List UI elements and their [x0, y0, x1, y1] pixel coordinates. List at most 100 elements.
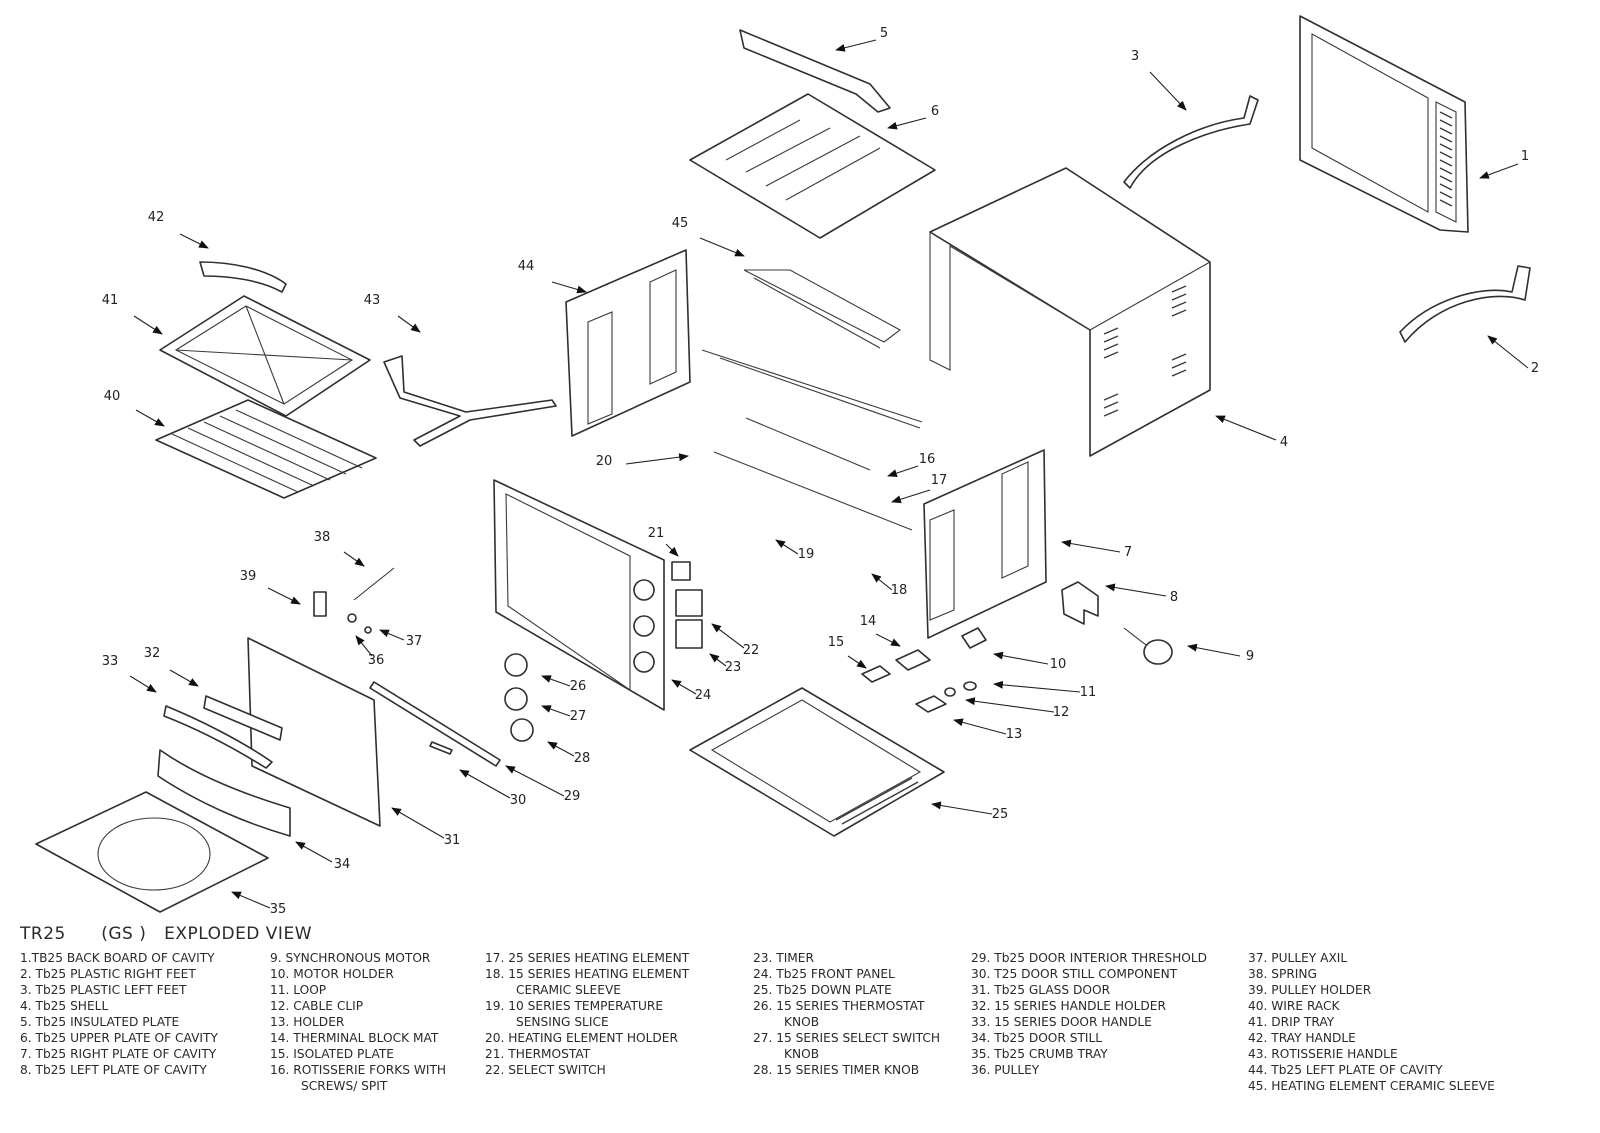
part-thermostat-knob	[504, 653, 528, 677]
diagram-title: TR25 (GS ) EXPLODED VIEW	[20, 924, 312, 944]
part-loop	[963, 681, 977, 691]
part-synchronous-motor	[1123, 627, 1173, 665]
legend-item: 24. Tb25 FRONT PANEL	[753, 967, 895, 981]
callout-leader-1	[1479, 163, 1519, 179]
callout-leader-2	[1487, 335, 1529, 369]
callout-number-16: 16	[919, 452, 936, 467]
callout-number-42: 42	[148, 210, 165, 225]
part-thermostat	[671, 561, 691, 581]
callout-number-11: 11	[1080, 685, 1097, 700]
callout-number-31: 31	[444, 833, 461, 848]
legend-item: 23. TIMER	[753, 951, 814, 965]
legend-item: 26. 15 SERIES THERMOSTAT	[753, 999, 925, 1013]
callout-leader-36	[355, 635, 373, 657]
callout-leader-19	[775, 539, 799, 555]
callout-number-23: 23	[725, 660, 742, 675]
legend-item: 6. Tb25 UPPER PLATE OF CAVITY	[20, 1031, 218, 1045]
callout-number-19: 19	[798, 547, 815, 562]
callout-number-39: 39	[240, 569, 257, 584]
part-terminal-block-mat	[895, 649, 931, 671]
part-pulley-holder	[313, 591, 327, 617]
legend-item: 29. Tb25 DOOR INTERIOR THRESHOLD	[971, 951, 1208, 965]
legend-item: 45. HEATING ELEMENT CERAMIC SLEEVE	[1248, 1079, 1495, 1093]
part-door-still-component	[429, 741, 453, 755]
callout-leader-43	[397, 315, 421, 333]
legend-item: KNOB	[784, 1015, 820, 1029]
callout-leader-17	[891, 489, 931, 504]
callout-leader-11	[993, 680, 1081, 693]
callout-leader-3	[1149, 71, 1187, 111]
callout-number-14: 14	[860, 614, 877, 629]
legend-item: 10. MOTOR HOLDER	[270, 967, 394, 981]
legend-item: 36. PULLEY	[971, 1063, 1040, 1077]
callout-leader-34	[295, 841, 333, 863]
callout-leader-28	[547, 741, 575, 757]
part-front-panel	[493, 479, 665, 711]
callout-number-12: 12	[1053, 705, 1070, 720]
part-drip-tray	[159, 295, 371, 417]
legend-item: 40. WIRE RACK	[1248, 999, 1340, 1013]
legend-column: 29. Tb25 DOOR INTERIOR THRESHOLD 30. T25 …	[971, 950, 1207, 1078]
legend-item: 34. Tb25 DOOR STILL	[971, 1031, 1103, 1045]
part-down-plate	[689, 687, 945, 837]
legend-item: 30. T25 DOOR STILL COMPONENT	[971, 967, 1178, 981]
legend-item: 42. TRAY HANDLE	[1248, 1031, 1356, 1045]
part-right-feet	[1399, 265, 1531, 343]
callout-number-37: 37	[406, 634, 423, 649]
part-back-board	[1299, 15, 1469, 233]
callout-number-41: 41	[102, 293, 119, 308]
legend-item: 9. SYNCHRONOUS MOTOR	[270, 951, 431, 965]
callout-leader-9	[1187, 643, 1241, 657]
legend-item: 1.TB25 BACK BOARD OF CAVITY	[20, 951, 215, 965]
legend-item: 5. Tb25 INSULATED PLATE	[20, 1015, 180, 1029]
part-motor-holder	[961, 627, 987, 649]
legend-item: 14. THERMINAL BLOCK MAT	[270, 1031, 439, 1045]
callout-number-17: 17	[931, 473, 948, 488]
callout-number-3: 3	[1131, 49, 1139, 64]
callout-leader-23	[709, 653, 727, 667]
callout-number-30: 30	[510, 793, 527, 808]
part-left-plate-44	[565, 249, 691, 437]
legend-item: 17. 25 SERIES HEATING ELEMENT	[485, 951, 690, 965]
callout-leader-6	[887, 117, 927, 130]
callout-number-33: 33	[102, 654, 119, 669]
legend-item: 20. HEATING ELEMENT HOLDER	[485, 1031, 678, 1045]
part-left-feet	[1123, 95, 1259, 189]
callout-leader-38	[343, 551, 365, 567]
part-insulated-plate	[739, 29, 891, 113]
callout-leader-4	[1215, 415, 1277, 441]
callout-number-28: 28	[574, 751, 591, 766]
callout-number-32: 32	[144, 646, 161, 661]
legend-item: 22. SELECT SWITCH	[485, 1063, 606, 1077]
legend-item: 15. ISOLATED PLATE	[270, 1047, 394, 1061]
part-right-plate-7	[923, 449, 1047, 639]
callout-leader-30	[459, 769, 511, 799]
callout-leader-39	[267, 587, 301, 605]
callout-leader-24	[671, 679, 697, 695]
callout-leader-40	[135, 409, 165, 427]
callout-leader-35	[231, 891, 271, 909]
callout-number-15: 15	[828, 635, 845, 650]
legend-item: 7. Tb25 RIGHT PLATE OF CAVITY	[20, 1047, 217, 1061]
part-handle-holder	[203, 695, 283, 741]
callout-leader-33	[129, 675, 157, 693]
callout-leader-15	[847, 655, 867, 669]
callout-number-7: 7	[1124, 545, 1132, 560]
legend-item: 28. 15 SERIES TIMER KNOB	[753, 1063, 920, 1077]
callout-number-40: 40	[104, 389, 121, 404]
callout-leader-26	[541, 675, 571, 687]
part-pulley	[347, 613, 357, 623]
part-select-knob	[504, 687, 528, 711]
part-cable-clip	[944, 687, 956, 697]
part-rotisserie-handle	[383, 355, 557, 447]
callout-leader-8	[1105, 583, 1167, 597]
part-pulley-axil	[364, 626, 372, 634]
callout-number-10: 10	[1050, 657, 1067, 672]
part-isolated-plate	[861, 665, 891, 683]
callout-leader-29	[505, 765, 565, 797]
